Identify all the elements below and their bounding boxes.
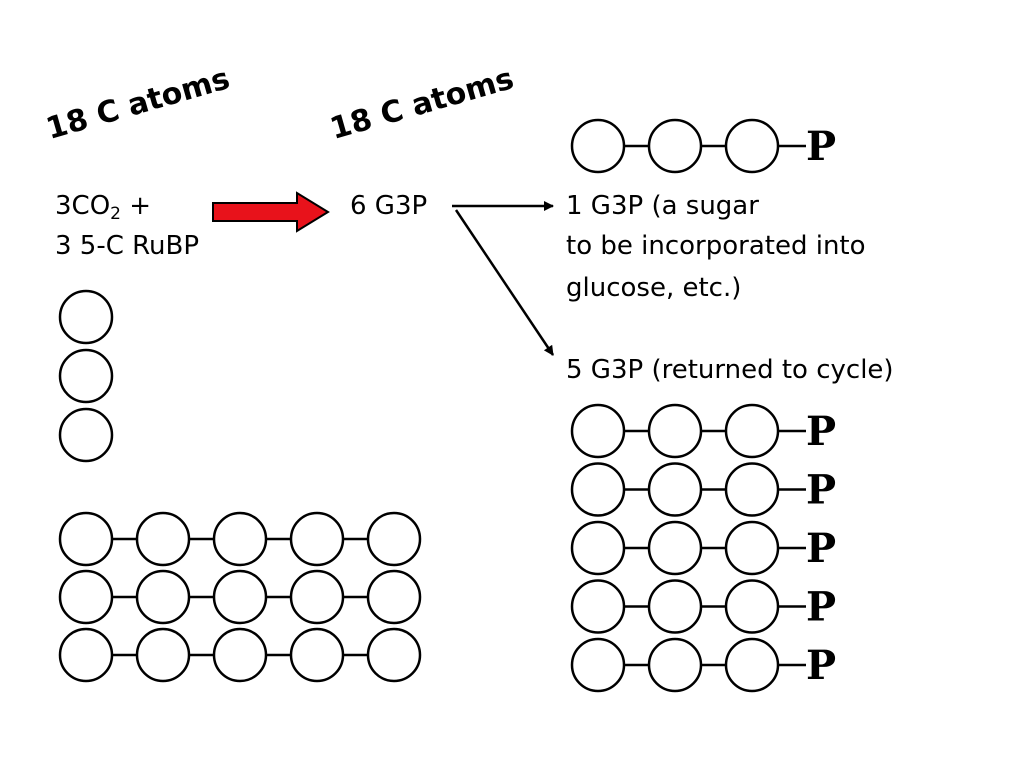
co2-formula: 3CO bbox=[55, 191, 111, 221]
g3p-carbon-circle bbox=[724, 403, 780, 459]
g3p-sugar-group: P bbox=[570, 118, 836, 174]
phosphate-label: P bbox=[806, 123, 836, 170]
g3p-carbon-circle bbox=[647, 118, 703, 174]
rubp-label: 3 5-C RuBP bbox=[55, 231, 200, 261]
g3p-carbon-circle bbox=[724, 579, 780, 634]
rubp-carbon-circle bbox=[212, 569, 268, 625]
rubp-carbon-circle bbox=[212, 627, 268, 683]
sugar-output-line3: glucose, etc.) bbox=[566, 273, 742, 303]
rubp-carbon-circle bbox=[366, 511, 422, 567]
phosphate-label: P bbox=[806, 467, 836, 514]
rubp-molecule-group bbox=[58, 511, 422, 683]
phosphate-label: P bbox=[806, 642, 836, 689]
g3p-carbon-circle bbox=[647, 637, 703, 693]
g3p-carbon-circle bbox=[647, 579, 703, 634]
phosphate-label: P bbox=[806, 584, 836, 631]
phosphate-label: P bbox=[806, 408, 836, 455]
rubp-carbon-circle bbox=[135, 627, 191, 683]
arrow-to-recycle bbox=[454, 209, 555, 356]
sugar-output-line1: 1 G3P (a sugar bbox=[566, 191, 759, 221]
g3p-carbon-circle bbox=[724, 118, 780, 174]
rubp-carbon-circle bbox=[289, 569, 345, 625]
g3p-carbon-circle bbox=[570, 579, 626, 634]
plus-sign: + bbox=[121, 191, 152, 221]
g3p-carbon-circle bbox=[570, 118, 626, 174]
rubp-carbon-circle bbox=[289, 511, 345, 567]
co2-carbon-circle bbox=[58, 407, 114, 463]
recycle-output-label: 5 G3P (returned to cycle) bbox=[566, 355, 894, 385]
rubp-carbon-circle bbox=[366, 569, 422, 625]
g3p-carbon-circle bbox=[570, 520, 626, 576]
g3p-carbon-circle bbox=[570, 403, 626, 459]
rubp-carbon-circle bbox=[58, 627, 114, 683]
g3p-carbon-circle bbox=[724, 462, 780, 517]
rubp-carbon-circle bbox=[289, 627, 345, 683]
rubp-carbon-circle bbox=[58, 511, 114, 567]
co2-carbon-circle bbox=[58, 289, 114, 345]
g3p-carbon-circle bbox=[570, 462, 626, 517]
co2-subscript: 2 bbox=[110, 204, 121, 224]
sugar-output-line2: to be incorporated into bbox=[566, 231, 866, 261]
rubp-carbon-circle bbox=[366, 627, 422, 683]
co2-label: 3CO2 + bbox=[55, 186, 151, 234]
g3p-carbon-circle bbox=[647, 403, 703, 459]
co2-carbon-group bbox=[58, 289, 114, 463]
g3p-product-label: 6 G3P bbox=[350, 191, 428, 221]
g3p-carbon-circle bbox=[724, 637, 780, 693]
co2-carbon-circle bbox=[58, 348, 114, 404]
rubp-carbon-circle bbox=[58, 569, 114, 625]
g3p-carbon-circle bbox=[647, 520, 703, 576]
g3p-carbon-circle bbox=[570, 637, 626, 693]
reaction-arrow bbox=[212, 191, 330, 233]
rubp-carbon-circle bbox=[135, 569, 191, 625]
rubp-carbon-circle bbox=[135, 511, 191, 567]
phosphate-label: P bbox=[806, 525, 836, 572]
g3p-carbon-circle bbox=[647, 462, 703, 517]
g3p-carbon-circle bbox=[724, 520, 780, 576]
rubp-carbon-circle bbox=[212, 511, 268, 567]
